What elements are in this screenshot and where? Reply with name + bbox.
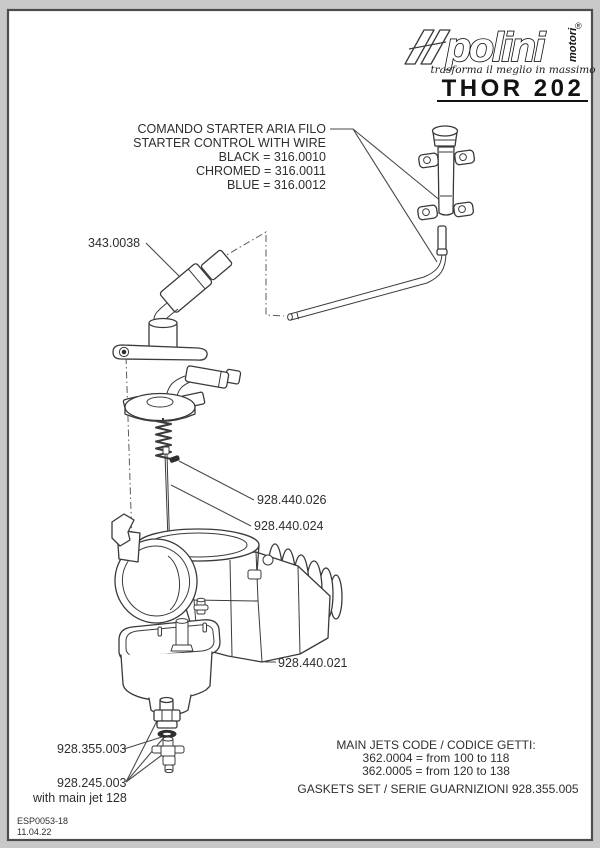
brand-sub-wordmark: motori [567, 27, 579, 62]
starter-control-drawing [287, 125, 476, 321]
part-label-main-jet-note: with main jet 128 [32, 791, 127, 805]
main-jets-line-1: 362.0004 = from 100 to 118 [363, 751, 510, 765]
brand-slogan: trasforma il meglio in massimo [430, 64, 595, 76]
carb-top-cap-drawing [122, 365, 242, 423]
part-label-needle-clip: 928.440.026 [257, 493, 327, 507]
starter-callout-line-1: COMANDO STARTER ARIA FILO [138, 122, 327, 136]
idle-jet-drawing [193, 597, 209, 615]
float-bowl-drawing [118, 618, 221, 716]
starter-callout-line-2: STARTER CONTROL WITH WIRE [133, 136, 326, 150]
jet-needle-drawing [162, 446, 170, 541]
part-label-float-bowl: 928.440.021 [278, 656, 348, 670]
carb-body-drawing [111, 513, 343, 663]
part-label-drain-plug: 928.355.003 [57, 742, 127, 756]
polini-logo: polini motori ® trasforma il meglio in m… [404, 21, 596, 102]
doc-code: ESP0053-18 [17, 816, 68, 826]
starter-callout-line-5: BLUE = 316.0012 [227, 178, 326, 192]
registered-mark: ® [575, 21, 582, 31]
main-jet-drawing [151, 736, 185, 774]
starter-callout-line-3: BLACK = 316.0010 [219, 150, 326, 164]
doc-date: 11.04.22 [17, 827, 51, 837]
main-jets-line-2: 362.0005 = from 120 to 138 [362, 764, 510, 778]
starter-callout-line-4: CHROMED = 316.0011 [196, 164, 326, 178]
polini-logo-stripes-icon [404, 29, 451, 65]
part-label-main-jet: 928.245.003 [57, 776, 127, 790]
cable-elbow-drawing [112, 249, 233, 361]
main-jets-title: MAIN JETS CODE / CODICE GETTI: [336, 738, 535, 752]
drain-plug-drawing [153, 696, 181, 729]
o-ring-drawing [157, 729, 177, 739]
needle-clip-drawing [169, 455, 180, 463]
gaskets-note: GASKETS SET / SERIE GUARNIZIONI 928.355.… [297, 782, 579, 796]
main-jets-note-block: MAIN JETS CODE / CODICE GETTI: 362.0004 … [297, 738, 579, 796]
part-label-needle: 928.440.024 [254, 519, 324, 533]
doc-reference: ESP0053-18 11.04.22 [17, 816, 68, 837]
starter-control-callout: COMANDO STARTER ARIA FILO STARTER CONTRO… [133, 122, 326, 192]
model-title: THOR 202 [442, 75, 585, 102]
part-label-cable-elbow: 343.0038 [88, 236, 140, 250]
brand-wordmark: polini [445, 24, 547, 70]
page-border [6, 8, 594, 842]
